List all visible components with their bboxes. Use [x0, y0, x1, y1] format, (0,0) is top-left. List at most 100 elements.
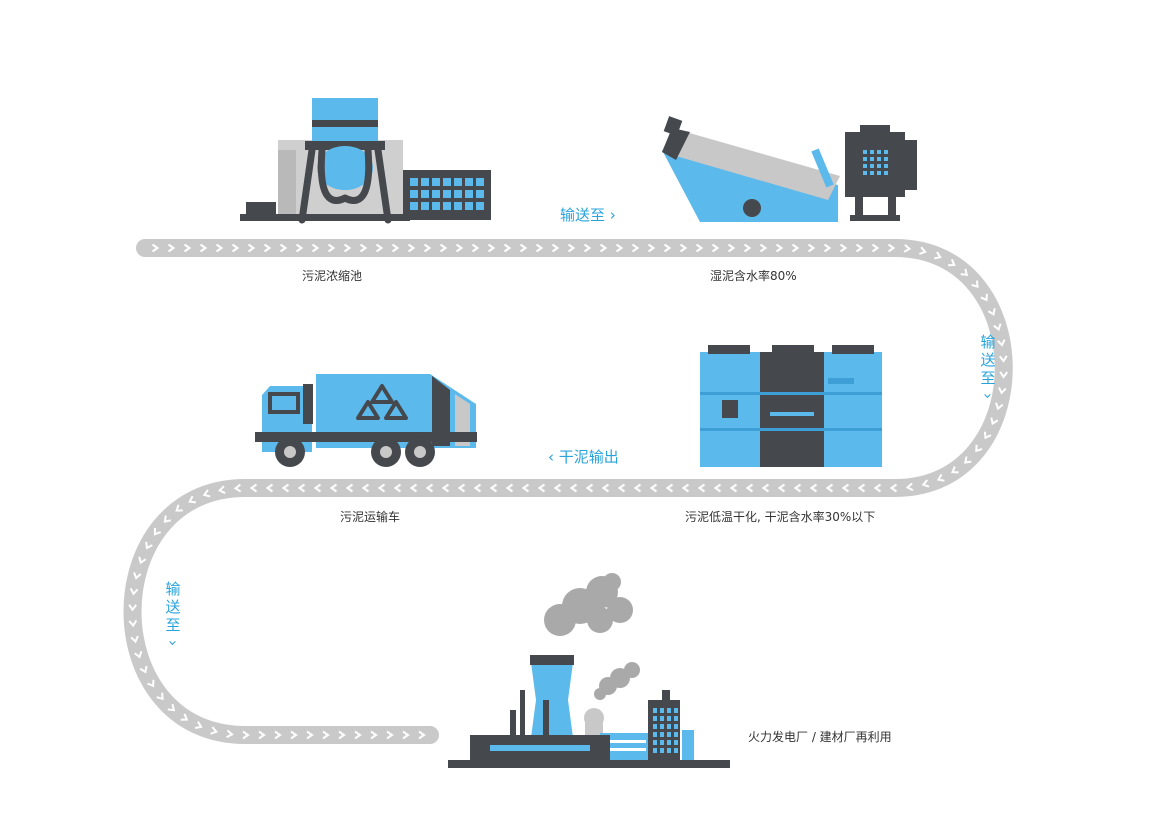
belt-chevron [156, 692, 164, 701]
belt-chevron [775, 243, 784, 253]
window [432, 202, 440, 210]
belt-chevron [617, 483, 626, 493]
belt-chevron [279, 243, 288, 253]
belt-chevron [711, 243, 720, 253]
belt-chevron [322, 730, 330, 740]
belt-chevron [375, 243, 384, 253]
belt-chevron [505, 483, 514, 493]
window [660, 724, 664, 729]
dewatering-machine-icon [662, 116, 917, 222]
vent-hole [863, 164, 867, 168]
vent-hole [877, 150, 881, 154]
window [432, 178, 440, 186]
belt-chevron [425, 483, 434, 493]
belt-chevron [217, 485, 226, 494]
belt-chevron [147, 679, 155, 688]
window [667, 716, 671, 721]
belt-chevron [663, 243, 672, 253]
belt-chevron [777, 483, 786, 493]
belt-chevron [599, 243, 608, 253]
belt-chevron [601, 483, 610, 493]
belt-chevron [295, 243, 304, 253]
window [454, 178, 462, 186]
belt-chevron [457, 483, 466, 493]
belt-chevron [167, 703, 176, 712]
conveyor-belt [123, 239, 1013, 744]
belt-chevron [407, 243, 416, 253]
belt-chevron [889, 483, 898, 493]
belt-chevron [354, 730, 362, 740]
connector-left: 输 送 至 › [164, 580, 182, 652]
window [653, 724, 657, 729]
vent-hole [884, 157, 888, 161]
vent-hole [870, 157, 874, 161]
belt-chevron [519, 243, 528, 253]
belt-chevron [265, 483, 274, 493]
belt-chevron [995, 402, 1004, 411]
window [674, 740, 678, 745]
belt-chevron [455, 243, 464, 253]
belt-chevron [583, 243, 592, 253]
connector-right-char-3: 至 [980, 369, 996, 387]
belt-chevron [215, 243, 224, 253]
window [674, 708, 678, 713]
belt-chevron [343, 243, 352, 253]
power-plant-icon [448, 573, 730, 768]
window [653, 708, 657, 713]
belt-chevron [327, 243, 336, 253]
belt-chevron [263, 243, 272, 253]
belt-chevron [839, 243, 848, 253]
belt-chevron [649, 483, 658, 493]
window [660, 716, 664, 721]
belt-chevron [993, 323, 1002, 332]
belt-chevron [971, 280, 979, 288]
truck-caption: 污泥运输车 [340, 510, 401, 524]
window [443, 202, 451, 210]
window [674, 716, 678, 721]
recycling-truck-icon [255, 374, 477, 467]
window [653, 740, 657, 745]
thickener-caption: 污泥浓缩池 [302, 269, 363, 283]
sludge-dryer-icon [700, 345, 882, 467]
belt-chevron [615, 243, 624, 253]
window [454, 190, 462, 198]
sludge-thickener-icon [240, 98, 491, 224]
window [674, 724, 678, 729]
window [443, 178, 451, 186]
belt-chevron [175, 504, 183, 512]
belt-chevron [745, 483, 754, 493]
window [660, 748, 664, 753]
belt-chevron [338, 730, 346, 740]
belt-chevron [887, 243, 896, 253]
belt-chevron [134, 650, 143, 659]
window [465, 178, 473, 186]
belt-chevron [281, 483, 290, 493]
belt-chevron [359, 243, 368, 253]
machine-vents [863, 150, 888, 175]
belt-chevron [247, 243, 256, 253]
belt-chevron [439, 243, 448, 253]
belt-chevron [345, 483, 354, 493]
belt-chevron [163, 515, 172, 523]
belt-chevron [665, 483, 674, 493]
belt-chevron [409, 483, 418, 493]
belt-chevron [823, 243, 832, 253]
belt-chevron [202, 489, 211, 498]
belt-chevron [921, 479, 930, 488]
belt-chevron [948, 258, 956, 267]
belt-chevron [133, 571, 142, 580]
belt-chevron [825, 483, 834, 493]
belt-chevron [569, 483, 578, 493]
building-windows [410, 178, 484, 210]
window [476, 202, 484, 210]
vent-hole [884, 150, 888, 154]
belt-chevron [199, 243, 208, 253]
vent-hole [884, 164, 888, 168]
window [410, 178, 418, 186]
vent-hole [863, 171, 867, 175]
vent-hole [884, 171, 888, 175]
window [667, 724, 671, 729]
belt-chevron [487, 243, 496, 253]
belt-chevron [377, 483, 386, 493]
